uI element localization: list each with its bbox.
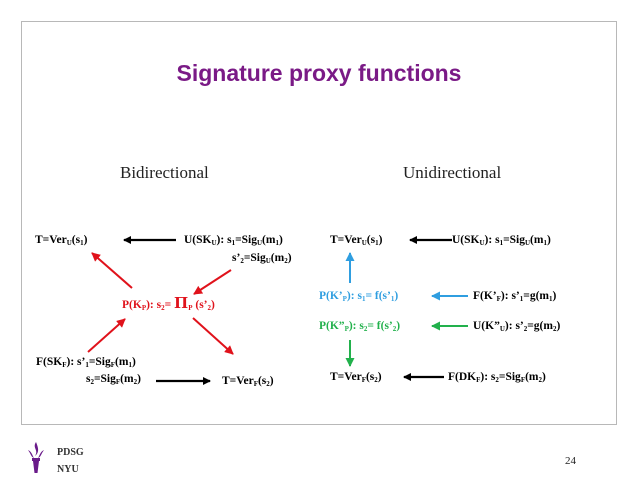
uni-proxy2-label: P(K”P): s2= f(s’2) <box>319 320 401 333</box>
unidirectional-heading: Unidirectional <box>403 163 502 182</box>
nyu-torch-logo-icon <box>28 442 44 473</box>
uni-fkey1-label: F(K’F): s’1=g(m1) <box>473 290 557 303</box>
bi-verify-user-label: T=VerU(s1) <box>35 234 88 247</box>
arrow-proxy-to-verify-user <box>91 252 133 289</box>
uni-ukey2-label: U(K”U): s’2=g(m2) <box>473 320 561 333</box>
page-number: 24 <box>565 455 576 467</box>
arrow-proxy-to-verify-forward <box>192 317 234 355</box>
uni-user-key-label: U(SKU): s1=SigU(m1) <box>452 234 551 247</box>
footer-org: PDSG NYU <box>57 446 84 476</box>
bi-proxy-label: P(KP): s2= ΠP (s’2) <box>122 294 215 313</box>
bi-verify-forward-label: T=VerF(s2) <box>222 375 274 388</box>
uni-forward-key-label: F(DKF): s2=SigF(m2) <box>448 371 546 384</box>
arrow-user-key-to-proxy <box>193 269 232 295</box>
arrow-forward-key-to-proxy <box>87 318 126 353</box>
slide-title: Signature proxy functions <box>176 60 462 86</box>
footer-line1: PDSG <box>57 447 84 458</box>
bidirectional-heading: Bidirectional <box>120 163 209 182</box>
footer-line2: NYU <box>57 464 79 475</box>
bi-forward-key-line2-label: s2=SigF(m2) <box>86 373 141 386</box>
bi-user-key-label: U(SKU): s1=SigU(m1) <box>184 234 283 247</box>
bi-user-key-line2-label: s’2=SigU(m2) <box>232 252 292 265</box>
uni-proxy1-label: P(K’P): s1= f(s’1) <box>319 290 399 303</box>
slide-frame <box>21 21 617 425</box>
uni-verify-forward-label: T=VerF(s2) <box>330 371 382 384</box>
bi-forward-key-label: F(SKF): s’1=SigF(m1) <box>36 356 136 369</box>
uni-verify-user-label: T=VerU(s1) <box>330 234 383 247</box>
